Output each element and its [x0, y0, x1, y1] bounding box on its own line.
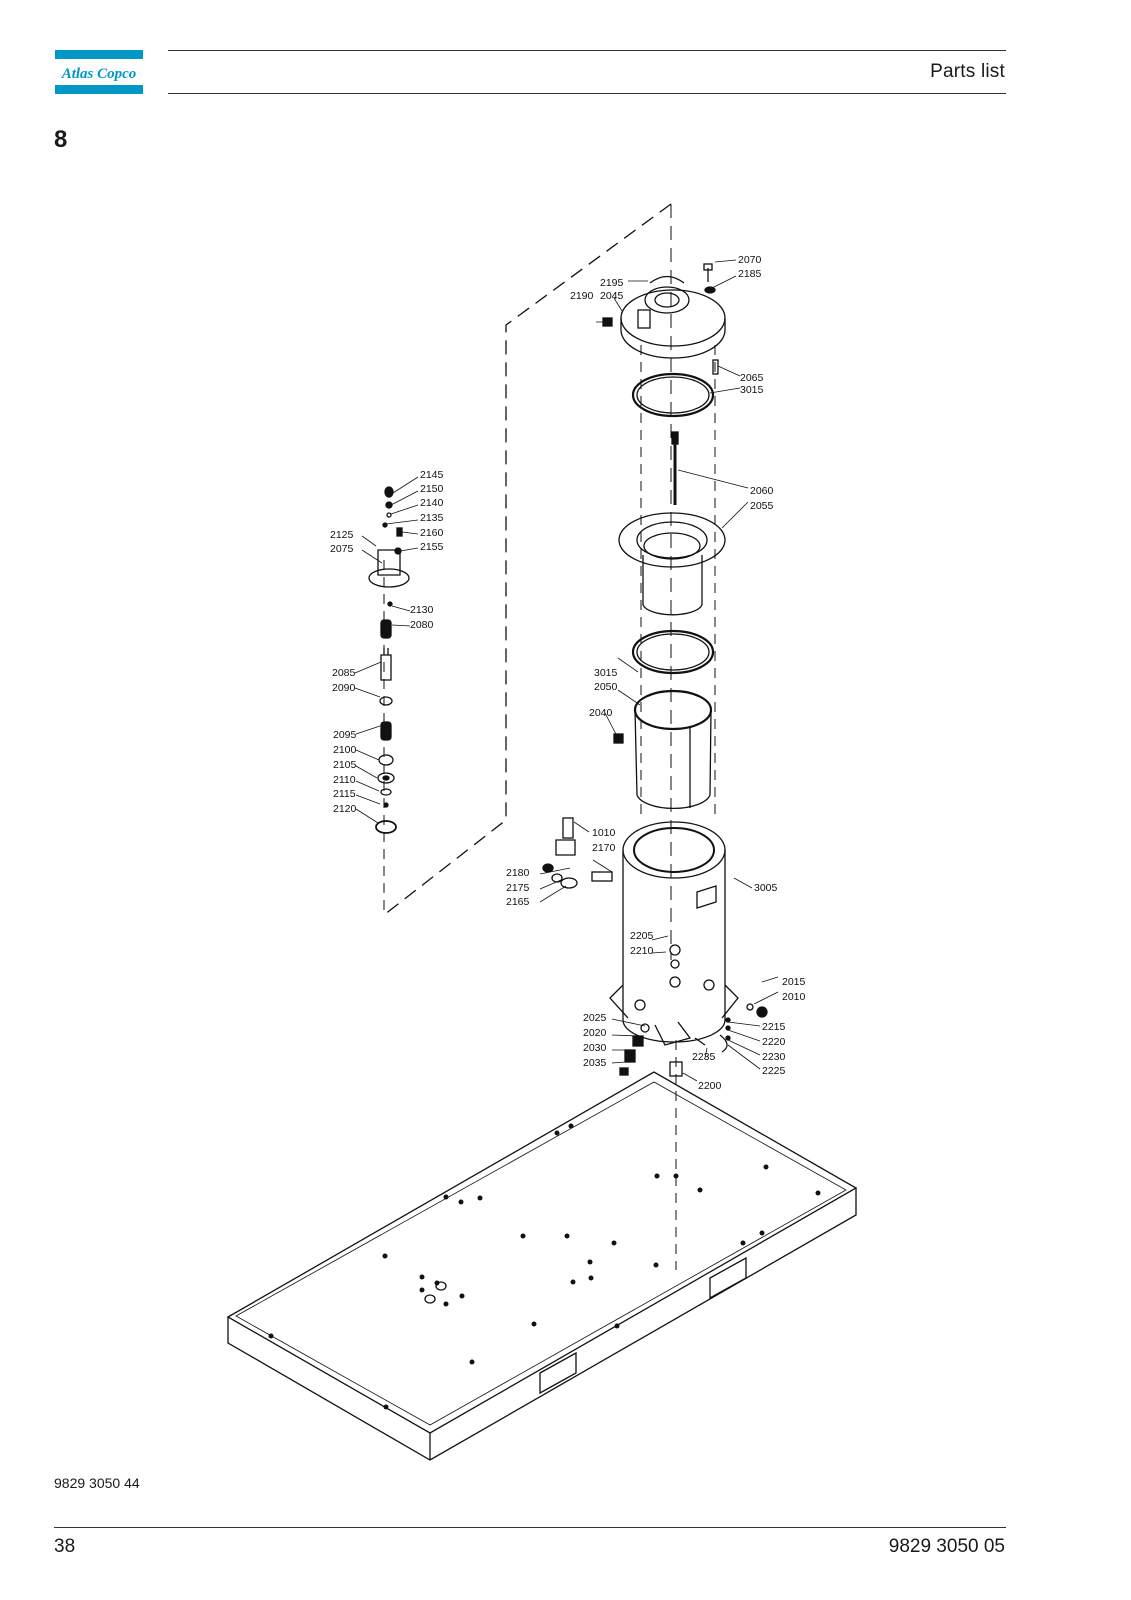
part-label: 2060	[750, 485, 774, 497]
part-label: 2230	[762, 1051, 786, 1063]
header-bottom-rule	[168, 93, 1006, 94]
section-number: 8	[54, 126, 68, 153]
part-label: 2190	[570, 290, 594, 302]
part-label: 2035	[583, 1057, 607, 1069]
part-label: 2160	[420, 527, 444, 539]
part-label: 2070	[738, 254, 762, 266]
part-label: 2050	[594, 681, 618, 693]
part-label: 2080	[410, 619, 434, 631]
part-label: 2055	[750, 500, 774, 512]
part-label: 2210	[630, 945, 654, 957]
part-label: 2195	[600, 277, 624, 289]
part-label: 2125	[330, 529, 354, 541]
part-label: 2015	[782, 976, 806, 988]
svg-text:Atlas Copco: Atlas Copco	[61, 66, 137, 82]
part-label: 3015	[594, 667, 618, 679]
page-title: Parts list	[930, 61, 1005, 82]
part-label: 2165	[506, 896, 530, 908]
part-label: 2175	[506, 882, 530, 894]
part-label: 2010	[782, 991, 806, 1003]
part-label: 2090	[332, 682, 356, 694]
part-label: 2105	[333, 759, 357, 771]
part-label: 2150	[420, 483, 444, 495]
part-label: 2115	[333, 788, 356, 800]
part-label: 2185	[738, 268, 762, 280]
part-label: 2235	[692, 1051, 716, 1063]
part-label: 2220	[762, 1036, 786, 1048]
part-label: 2130	[410, 604, 434, 616]
part-label: 2040	[589, 707, 613, 719]
part-label: 2155	[420, 541, 444, 553]
part-label: 2030	[583, 1042, 607, 1054]
part-label: 3015	[740, 384, 764, 396]
part-label: 1010	[592, 827, 616, 839]
part-label: 2225	[762, 1065, 786, 1077]
part-label: 2045	[600, 290, 624, 302]
part-label: 2135	[420, 512, 444, 524]
footer-rule	[54, 1527, 1006, 1528]
part-label: 3005	[754, 882, 778, 894]
part-label: 2170	[592, 842, 616, 854]
part-label: 2145	[420, 469, 444, 481]
part-label: 2120	[333, 803, 357, 815]
part-label: 2205	[630, 930, 654, 942]
part-label: 2020	[583, 1027, 607, 1039]
drawing-reference: 9829 3050 44	[54, 1475, 140, 1491]
header-top-rule	[168, 50, 1006, 51]
part-label: 2215	[762, 1021, 786, 1033]
document-number: 9829 3050 05	[888, 1536, 1005, 1557]
part-label: 2075	[330, 543, 354, 555]
part-label: 2065	[740, 372, 764, 384]
part-label: 2025	[583, 1012, 607, 1024]
atlas-copco-logo: Atlas Copco	[55, 50, 143, 94]
page-number: 38	[54, 1536, 76, 1557]
part-label: 2095	[333, 729, 357, 741]
part-label: 2100	[333, 744, 357, 756]
part-label: 2140	[420, 497, 444, 509]
part-label: 2085	[332, 667, 356, 679]
part-label: 2110	[333, 774, 356, 786]
part-label: 2200	[698, 1080, 722, 1092]
part-label: 2180	[506, 867, 530, 879]
